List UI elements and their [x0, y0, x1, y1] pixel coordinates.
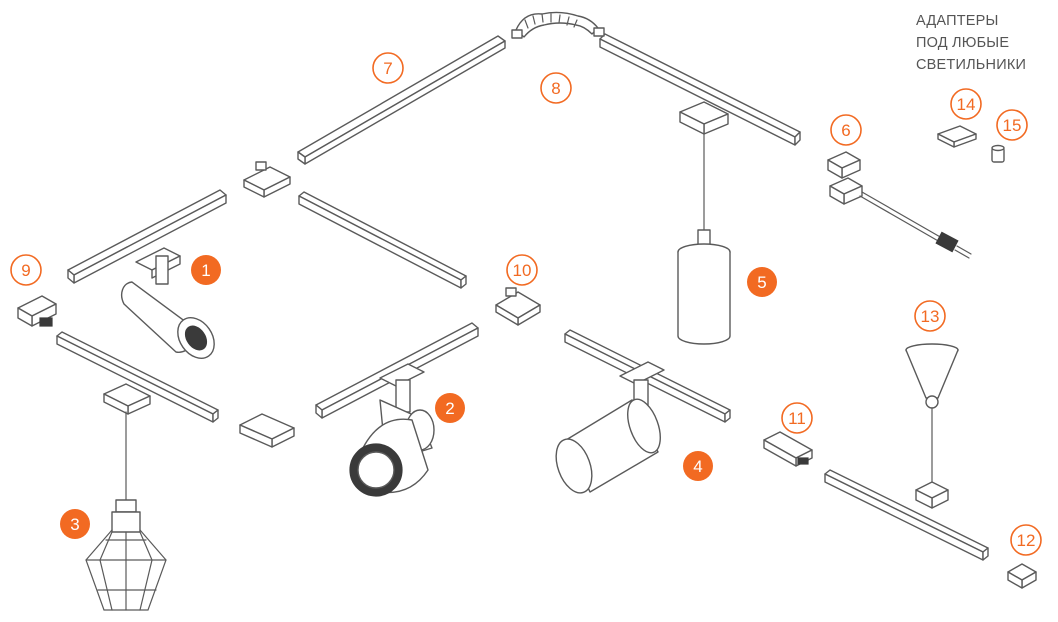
marker-2: 2 — [435, 393, 465, 423]
marker-4-label: 4 — [693, 457, 702, 476]
marker-2-label: 2 — [445, 399, 454, 418]
marker-5-label: 5 — [757, 273, 766, 292]
flexible-connector — [512, 12, 604, 38]
pendant-cone — [906, 344, 958, 508]
marker-7: 7 — [373, 53, 403, 83]
marker-9-label: 9 — [21, 261, 30, 280]
t-connector-left — [244, 162, 290, 197]
t-connector-middle — [496, 288, 540, 325]
marker-5: 5 — [747, 267, 777, 297]
marker-6: 6 — [831, 115, 861, 145]
marker-14-label: 14 — [957, 95, 976, 114]
marker-11: 11 — [782, 403, 812, 433]
marker-1: 1 — [191, 255, 221, 285]
live-end-connector — [18, 296, 56, 326]
adapter-small-flat — [938, 126, 976, 147]
marker-13-label: 13 — [921, 307, 940, 326]
marker-10: 10 — [507, 255, 537, 285]
pendant-cage-lamp — [86, 384, 166, 610]
rail-middle-diagonal — [299, 192, 466, 288]
marker-13: 13 — [915, 301, 945, 331]
marker-15: 15 — [997, 110, 1027, 140]
marker-10-label: 10 — [513, 261, 532, 280]
marker-8-label: 8 — [551, 79, 560, 98]
rail-lower-right — [825, 470, 988, 560]
straight-connector — [764, 432, 812, 466]
marker-15-label: 15 — [1003, 116, 1022, 135]
marker-6-label: 6 — [841, 121, 850, 140]
pendant-cylinder — [678, 102, 730, 344]
end-cap — [1008, 564, 1036, 588]
rail-upper-left — [298, 36, 505, 164]
marker-4: 4 — [683, 451, 713, 481]
marker-12: 12 — [1011, 525, 1041, 555]
corner-connector — [240, 414, 294, 447]
marker-3-label: 3 — [70, 515, 79, 534]
marker-9: 9 — [11, 255, 41, 285]
marker-12-label: 12 — [1017, 531, 1036, 550]
marker-1-label: 1 — [201, 261, 210, 280]
marker-8: 8 — [541, 73, 571, 103]
adapter-small-round — [992, 146, 1004, 163]
power-feed — [828, 152, 971, 258]
marker-3: 3 — [60, 509, 90, 539]
marker-11-label: 11 — [788, 409, 806, 428]
marker-14: 14 — [951, 89, 981, 119]
marker-7-label: 7 — [383, 59, 392, 78]
